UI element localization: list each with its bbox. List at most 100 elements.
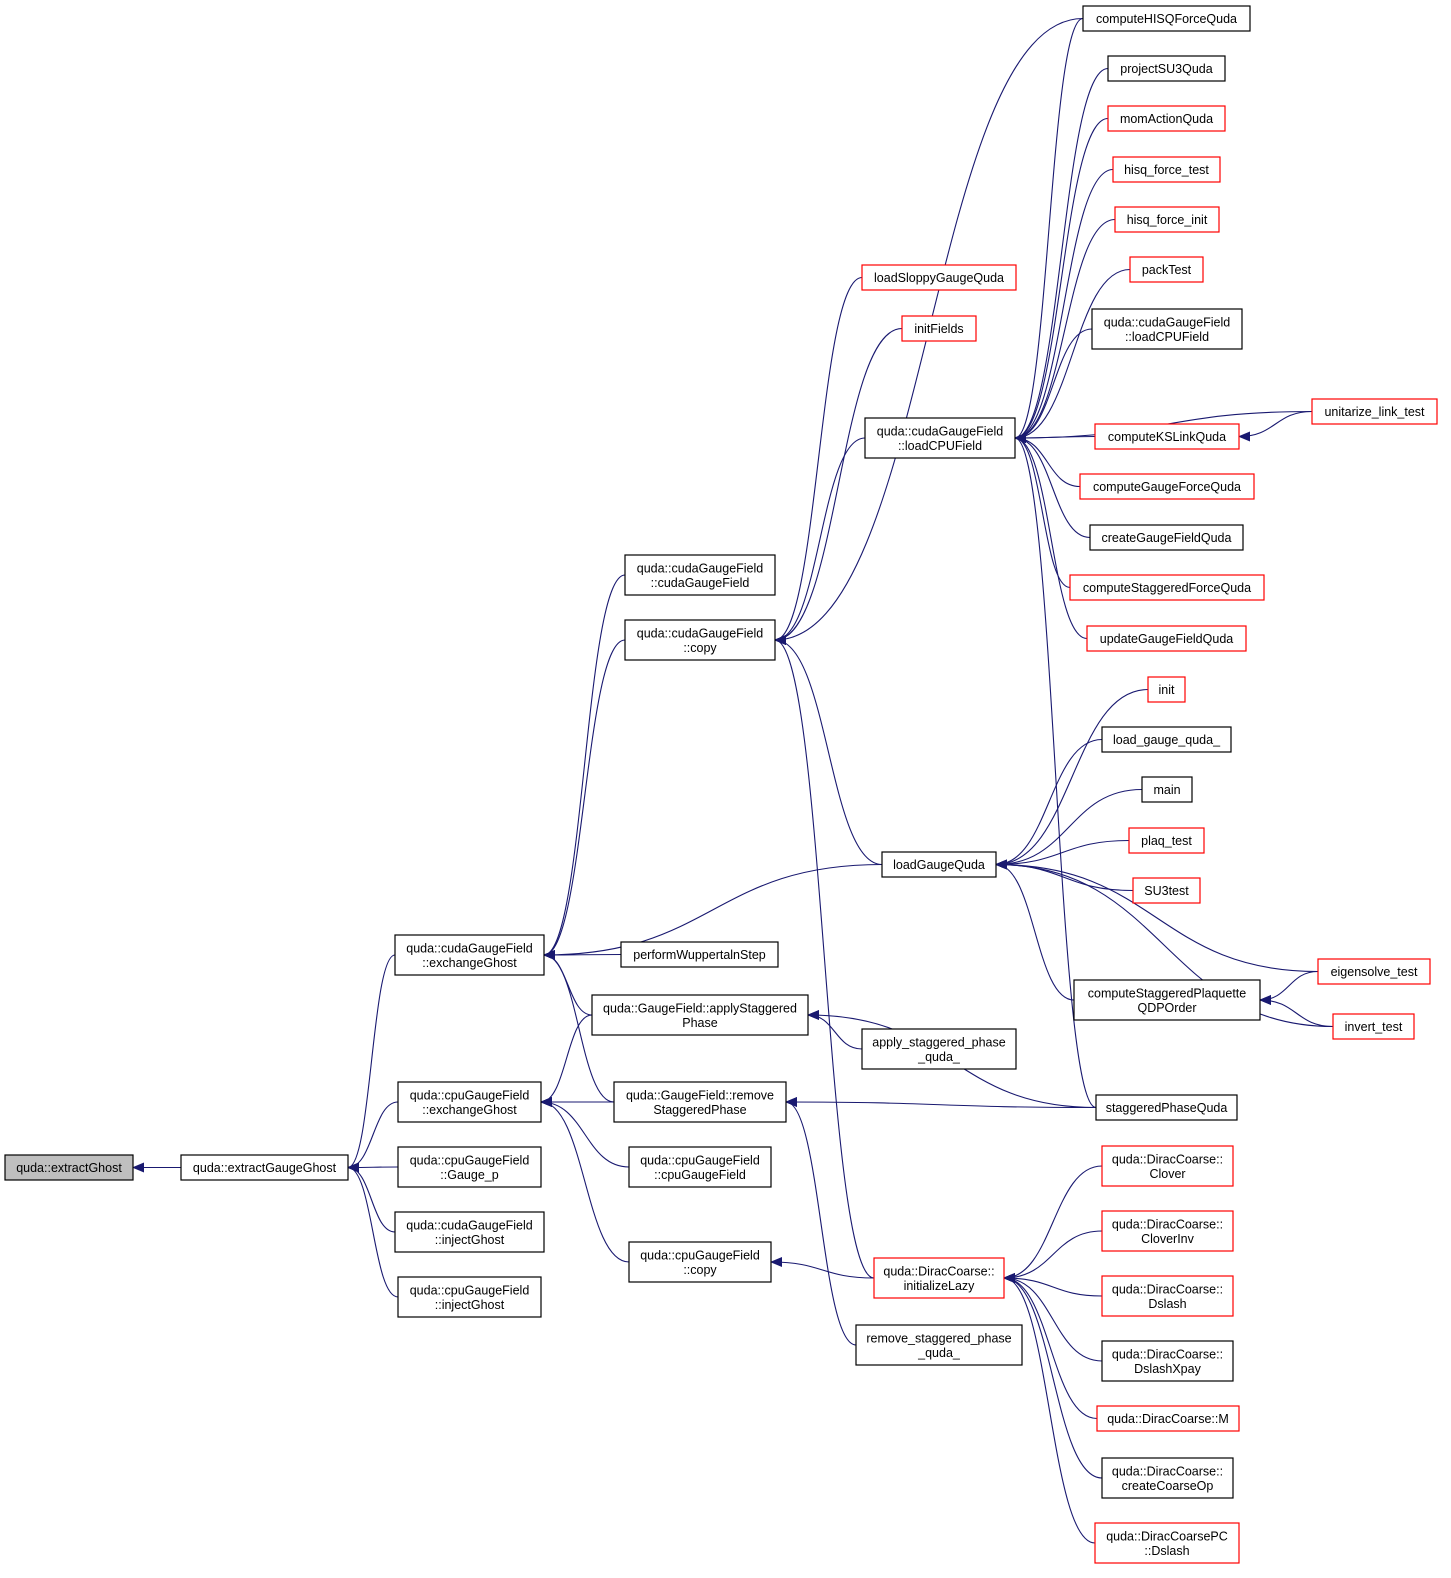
node-cudaLoadCPU2[interactable]: quda::cudaGaugeField::loadCPUField — [1091, 308, 1243, 350]
node-box-computeStagPlaq[interactable] — [1073, 979, 1261, 1021]
node-diracClover[interactable]: quda::DiracCoarse::Clover — [1101, 1145, 1234, 1187]
node-projectSU3[interactable]: projectSU3Quda — [1107, 55, 1226, 82]
node-computeHISQ[interactable]: computeHISQForceQuda — [1082, 5, 1251, 32]
node-box-computeHISQ[interactable] — [1082, 5, 1251, 32]
node-box-hisqForceTest[interactable] — [1112, 156, 1221, 183]
node-computeStaggeredForce[interactable]: computeStaggeredForceQuda — [1069, 574, 1265, 601]
node-box-createGaugeField[interactable] — [1089, 524, 1244, 551]
node-packTest[interactable]: packTest — [1129, 256, 1204, 283]
node-initFields[interactable]: initFields — [901, 315, 977, 342]
node-box-diracDslash[interactable] — [1101, 1275, 1234, 1317]
node-box-cpuInjectGhost[interactable] — [397, 1276, 542, 1318]
node-diracDslashXpay[interactable]: quda::DiracCoarse::DslashXpay — [1101, 1340, 1234, 1382]
node-box-packTest[interactable] — [1129, 256, 1204, 283]
node-box-diracCloverInv[interactable] — [1101, 1210, 1234, 1252]
node-cpuCtor[interactable]: quda::cpuGaugeField::cpuGaugeField — [628, 1146, 772, 1188]
node-cudaExchangeGhost[interactable]: quda::cudaGaugeField::exchangeGhost — [394, 934, 545, 976]
node-box-computeStaggeredForce[interactable] — [1069, 574, 1265, 601]
node-box-cpuCtor[interactable] — [628, 1146, 772, 1188]
node-label-hisqForceInit-0: hisq_force_init — [1127, 213, 1208, 227]
node-cudaCtor[interactable]: quda::cudaGaugeField::cudaGaugeField — [624, 554, 776, 596]
node-box-loadSloppy[interactable] — [861, 264, 1017, 291]
node-box-init[interactable] — [1147, 676, 1186, 703]
node-hisqForceTest[interactable]: hisq_force_test — [1112, 156, 1221, 183]
node-createGaugeField[interactable]: createGaugeFieldQuda — [1089, 524, 1244, 551]
node-momAction[interactable]: momActionQuda — [1107, 105, 1226, 132]
node-su3test[interactable]: SU3test — [1132, 877, 1201, 904]
node-box-computeGaugeForce[interactable] — [1079, 473, 1255, 500]
node-applyStaggeredPhaseQuda[interactable]: apply_staggered_phase_quda_ — [861, 1028, 1017, 1070]
node-box-diracPCDslash[interactable] — [1094, 1522, 1240, 1564]
node-eigensolve[interactable]: eigensolve_test — [1317, 958, 1431, 985]
node-diracM[interactable]: quda::DiracCoarse::M — [1096, 1405, 1240, 1432]
node-box-initFields[interactable] — [901, 315, 977, 342]
node-box-cpuExchangeGhost[interactable] — [397, 1081, 542, 1123]
node-box-staggeredPhaseQuda[interactable] — [1095, 1094, 1238, 1121]
node-removeStaggeredPhaseQuda[interactable]: remove_staggered_phase_quda_ — [855, 1324, 1023, 1366]
node-invertTest[interactable]: invert_test — [1332, 1013, 1415, 1040]
node-box-projectSU3[interactable] — [1107, 55, 1226, 82]
node-box-performWuppertal[interactable] — [620, 941, 779, 968]
node-box-cudaCtor[interactable] — [624, 554, 776, 596]
node-cudaCopy[interactable]: quda::cudaGaugeField::copy — [624, 619, 776, 661]
node-box-su3test[interactable] — [1132, 877, 1201, 904]
node-diracCloverInv[interactable]: quda::DiracCoarse::CloverInv — [1101, 1210, 1234, 1252]
node-box-cpuGaugeP[interactable] — [397, 1146, 542, 1188]
node-computeKSLink[interactable]: computeKSLinkQuda — [1094, 423, 1240, 450]
node-box-removeStaggeredPhaseQuda[interactable] — [855, 1324, 1023, 1366]
node-box-cudaLoadCPU2[interactable] — [1091, 308, 1243, 350]
node-cpuGaugeP[interactable]: quda::cpuGaugeField::Gauge_p — [397, 1146, 542, 1188]
node-diracInitLazy[interactable]: quda::DiracCoarse::initializeLazy — [873, 1257, 1005, 1299]
node-loadSloppy[interactable]: loadSloppyGaugeQuda — [861, 264, 1017, 291]
node-box-computeKSLink[interactable] — [1094, 423, 1240, 450]
node-cpuCopy[interactable]: quda::cpuGaugeField::copy — [628, 1241, 772, 1283]
node-box-cudaCopy[interactable] — [624, 619, 776, 661]
node-extractGaugeGhost[interactable]: quda::extractGaugeGhost — [180, 1154, 349, 1181]
node-box-cudaLoadCPU[interactable] — [864, 417, 1016, 459]
node-main[interactable]: main — [1141, 776, 1193, 803]
node-box-diracClover[interactable] — [1101, 1145, 1234, 1187]
node-loadGaugeQudaF[interactable]: load_gauge_quda_ — [1101, 726, 1232, 753]
node-computeGaugeForce[interactable]: computeGaugeForceQuda — [1079, 473, 1255, 500]
node-box-plaqTest[interactable] — [1128, 827, 1205, 854]
node-plaqTest[interactable]: plaq_test — [1128, 827, 1205, 854]
node-staggeredPhaseQuda[interactable]: staggeredPhaseQuda — [1095, 1094, 1238, 1121]
node-box-hisqForceInit[interactable] — [1114, 206, 1220, 233]
node-box-cpuCopy[interactable] — [628, 1241, 772, 1283]
node-box-applyStaggered[interactable] — [591, 994, 809, 1036]
node-box-diracInitLazy[interactable] — [873, 1257, 1005, 1299]
node-box-diracDslashXpay[interactable] — [1101, 1340, 1234, 1382]
node-performWuppertal[interactable]: performWuppertalnStep — [620, 941, 779, 968]
node-box-unitarize[interactable] — [1311, 398, 1438, 425]
node-cudaInjectGhost[interactable]: quda::cudaGaugeField::injectGhost — [394, 1211, 545, 1253]
node-box-updateGaugeField[interactable] — [1086, 625, 1247, 652]
node-box-diracCreateCoarseOp[interactable] — [1101, 1457, 1234, 1499]
node-diracDslash[interactable]: quda::DiracCoarse::Dslash — [1101, 1275, 1234, 1317]
node-box-removeStaggered[interactable] — [613, 1081, 787, 1123]
node-box-loadGaugeQuda[interactable] — [881, 851, 997, 878]
node-cudaLoadCPU[interactable]: quda::cudaGaugeField::loadCPUField — [864, 417, 1016, 459]
node-cpuExchangeGhost[interactable]: quda::cpuGaugeField::exchangeGhost — [397, 1081, 542, 1123]
node-box-main[interactable] — [1141, 776, 1193, 803]
node-box-invertTest[interactable] — [1332, 1013, 1415, 1040]
node-updateGaugeField[interactable]: updateGaugeFieldQuda — [1086, 625, 1247, 652]
node-init[interactable]: init — [1147, 676, 1186, 703]
node-unitarize[interactable]: unitarize_link_test — [1311, 398, 1438, 425]
node-box-diracM[interactable] — [1096, 1405, 1240, 1432]
node-diracPCDslash[interactable]: quda::DiracCoarsePC::Dslash — [1094, 1522, 1240, 1564]
node-cpuInjectGhost[interactable]: quda::cpuGaugeField::injectGhost — [397, 1276, 542, 1318]
node-loadGaugeQuda[interactable]: loadGaugeQuda — [881, 851, 997, 878]
node-label-diracPCDslash-0: quda::DiracCoarsePC — [1106, 1529, 1228, 1543]
node-box-eigensolve[interactable] — [1317, 958, 1431, 985]
node-diracCreateCoarseOp[interactable]: quda::DiracCoarse::createCoarseOp — [1101, 1457, 1234, 1499]
node-hisqForceInit[interactable]: hisq_force_init — [1114, 206, 1220, 233]
node-box-loadGaugeQudaF[interactable] — [1101, 726, 1232, 753]
node-box-extractGaugeGhost[interactable] — [180, 1154, 349, 1181]
node-box-cudaInjectGhost[interactable] — [394, 1211, 545, 1253]
node-box-cudaExchangeGhost[interactable] — [394, 934, 545, 976]
node-box-momAction[interactable] — [1107, 105, 1226, 132]
node-box-applyStaggeredPhaseQuda[interactable] — [861, 1028, 1017, 1070]
